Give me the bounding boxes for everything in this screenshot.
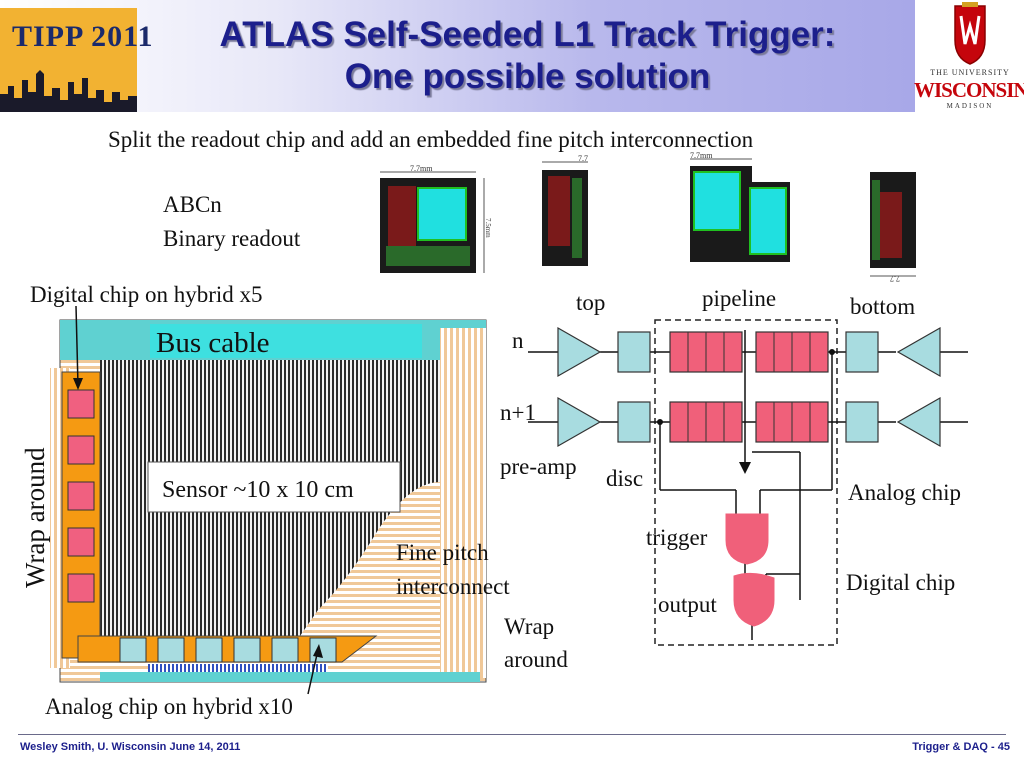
pipeline-label: pipeline	[702, 286, 776, 311]
bus-cable-label: Bus cable	[156, 327, 270, 359]
bottom-label: bottom	[850, 294, 915, 319]
footer-author: Wesley Smith, U. Wisconsin June 14, 2011	[20, 741, 241, 753]
analog-chip-label: Analog chip	[848, 480, 961, 505]
pipeline-bottom-n	[755, 331, 829, 373]
pre-amp-label: pre-amp	[500, 454, 577, 479]
wrap-around-right-line-1: Wrap	[504, 614, 554, 639]
analog-bus-cable	[148, 664, 328, 672]
dim-label-e: 7.7	[890, 274, 900, 283]
slide-title: ATLAS Self-Seeded L1 Track Trigger: One …	[140, 14, 915, 98]
digital-hybrid	[61, 371, 101, 659]
dim-label-c: 7.7	[578, 154, 588, 163]
footer-rule	[18, 734, 1006, 735]
abcn-line-2: Binary readout	[163, 226, 301, 251]
abcn-line-1: ABCn	[163, 192, 222, 217]
pipeline-dashed-box	[654, 319, 838, 646]
tipp-logo	[0, 8, 137, 112]
uw-logo-line2: WISCONSIN	[914, 78, 1024, 102]
preamp-top-n1-icon	[557, 396, 602, 448]
disc-top-n1	[617, 401, 651, 443]
pipeline-buffers	[669, 331, 829, 443]
junction-dot-2	[829, 349, 835, 355]
analog-hybrid	[77, 635, 378, 663]
output-gate-icon	[733, 572, 775, 627]
uw-crest-icon	[954, 2, 986, 65]
uw-logo-line1: THE UNIVERSITY	[930, 68, 1010, 77]
sensor-label-box	[147, 461, 401, 513]
analog-chip-pointer	[307, 649, 319, 695]
preamp-top-n-icon	[557, 326, 602, 378]
digital-chip-1	[67, 389, 95, 419]
footer-page: Trigger & DAQ - 45	[912, 741, 1010, 753]
fine-pitch-line-2: interconnect	[396, 574, 510, 599]
analog-chips	[119, 637, 337, 663]
wrap-around-left-label: Wrap around	[20, 447, 50, 588]
analog-chip-arrow-icon	[313, 644, 323, 658]
bus-cable-box	[150, 324, 422, 358]
chip-image-top	[542, 161, 588, 266]
header-band	[0, 0, 915, 112]
digital-chip-4	[67, 527, 95, 557]
digital-chip-5	[67, 573, 95, 603]
fine-pitch-region	[300, 482, 440, 636]
uw-logo	[915, 0, 1024, 118]
dim-label-a: 7.7mm	[410, 164, 433, 173]
analog-chip-hybrid-label: Analog chip on hybrid x10	[45, 694, 293, 719]
top-label: top	[576, 290, 605, 315]
disc-label: disc	[606, 466, 643, 491]
fine-pitch-line-1: Fine pitch	[396, 540, 489, 565]
pipeline-top-n	[669, 331, 743, 373]
skyline-icon	[0, 8, 137, 112]
title-line-2: One possible solution	[344, 57, 711, 96]
module-drawing: Sensor ~10 x 10 cm Bus cable Digital chi…	[20, 282, 568, 719]
uw-logo-line3: MADISON	[946, 102, 994, 110]
digital-chip-pointer	[75, 305, 79, 387]
abcn-label: ABCn Binary readout	[163, 188, 300, 256]
split-readout-text: Split the readout chip and add an embedd…	[108, 127, 754, 152]
preamp-bottom-n-icon	[896, 326, 941, 378]
wrap-around-right-region	[440, 328, 486, 678]
title-line-1: ATLAS Self-Seeded L1 Track Trigger:	[219, 15, 836, 54]
junction-dot-1	[657, 419, 663, 425]
channel-n-label: n	[512, 328, 524, 353]
trigger-schematic: top pipeline bottom n n+1 pre-amp disc A…	[500, 286, 968, 646]
digital-chip-label: Digital chip	[846, 570, 955, 595]
tipp-logo-text: TIPP 2011	[12, 20, 154, 53]
digital-chip-hybrid-label: Digital chip on hybrid x5	[30, 282, 263, 307]
sensor-label: Sensor ~10 x 10 cm	[162, 477, 354, 503]
chip-image-pipeline	[690, 158, 790, 262]
chip-layout-images: 7.7mm 7.5mm 7.7 7.7mm 7.7	[380, 151, 916, 283]
dim-label-d: 7.7mm	[690, 151, 713, 160]
wrap-around-right-line-2: around	[504, 647, 568, 672]
dim-label-b: 7.5mm	[484, 218, 492, 238]
pipeline-top-n1	[669, 401, 743, 443]
schematic-wires	[528, 330, 968, 640]
pipeline-arrow-icon	[739, 462, 751, 474]
channel-n-plus-1-label: n+1	[500, 400, 536, 425]
chip-image-full	[380, 171, 485, 273]
preamp-bottom-n1-icon	[896, 396, 941, 448]
output-label: output	[658, 592, 717, 617]
digital-chip-3	[67, 481, 95, 511]
digital-chip-arrow-icon	[73, 378, 83, 390]
disc-bottom-n1	[845, 401, 879, 443]
disc-bottom-n	[845, 331, 879, 373]
disc-top-n	[617, 331, 651, 373]
trigger-label: trigger	[646, 525, 708, 550]
trigger-gate-icon	[725, 513, 769, 565]
digital-chip-2	[67, 435, 95, 465]
pipeline-bottom-n1	[755, 401, 829, 443]
bottom-teal-band	[100, 672, 480, 682]
chip-image-bottom	[870, 172, 916, 277]
